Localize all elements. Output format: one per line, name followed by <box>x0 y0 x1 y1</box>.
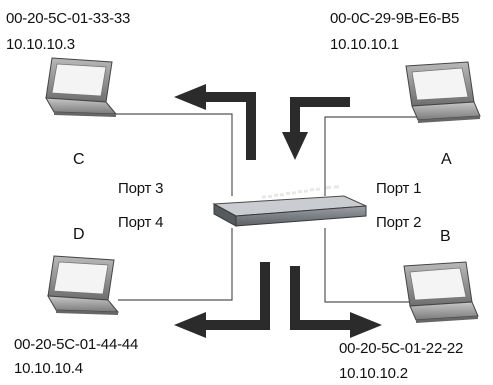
host-b-ip: 10.10.10.2 <box>339 365 408 382</box>
arrows <box>174 84 382 338</box>
laptop-b <box>403 261 479 323</box>
link-b <box>324 228 412 303</box>
arrow-from-a <box>282 97 350 160</box>
host-a-mac: 00-0C-29-9B-E6-B5 <box>330 10 460 27</box>
host-d-mac: 00-20-5C-01-44-44 <box>14 336 139 353</box>
laptop-c <box>45 57 118 117</box>
arrow-to-c <box>174 84 256 160</box>
port-1-label: Порт 1 <box>376 180 422 197</box>
host-c-mac: 00-20-5C-01-33-33 <box>6 10 131 27</box>
host-b-mac: 00-20-5C-01-22-22 <box>339 340 464 357</box>
port-4-label: Порт 4 <box>118 214 164 231</box>
laptop-a <box>405 61 481 123</box>
host-d-ip: 10.10.10.4 <box>14 360 83 377</box>
network-switch <box>212 185 367 227</box>
arrow-to-d <box>174 262 270 338</box>
link-a <box>324 116 420 196</box>
connection-lines <box>112 113 420 303</box>
link-c <box>112 113 233 196</box>
port-2-label: Порт 2 <box>376 214 422 231</box>
host-a-ip: 10.10.10.1 <box>330 36 399 53</box>
host-b-label: B <box>440 228 451 245</box>
link-d <box>118 228 233 301</box>
host-c-ip: 10.10.10.3 <box>6 36 75 53</box>
port-3-label: Порт 3 <box>118 180 164 197</box>
host-a-label: A <box>441 151 452 168</box>
host-c-label: C <box>73 151 85 168</box>
host-d-label: D <box>73 226 85 243</box>
arrow-to-b <box>290 266 382 338</box>
laptop-d <box>47 255 120 315</box>
